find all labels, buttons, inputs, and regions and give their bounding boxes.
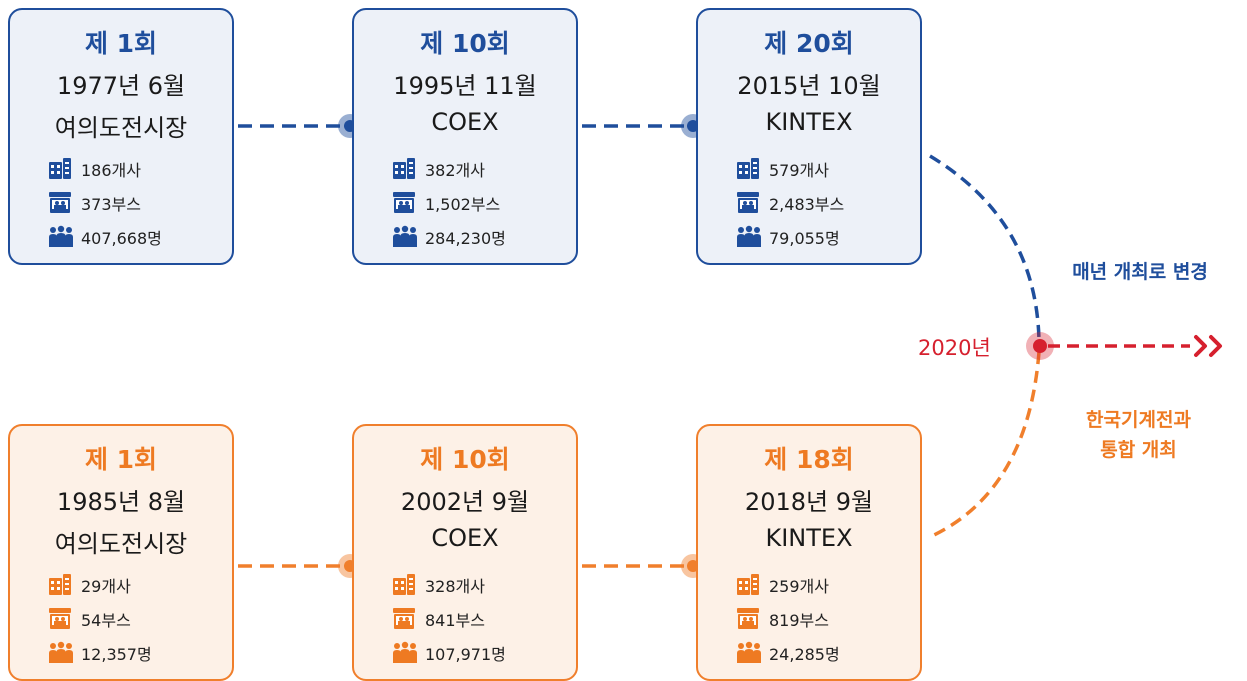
timeline-card-bottom-1: 제 1회 1985년 8월 여의도전시장 29개사 54부스 12,357명 bbox=[8, 424, 234, 681]
venue-label: COEX bbox=[431, 524, 499, 552]
booths-value: 819부스 bbox=[769, 611, 829, 630]
edition-label: 제 10회 bbox=[420, 445, 510, 474]
visitors-stat: 12,357명 bbox=[48, 640, 152, 666]
merge-node bbox=[1033, 339, 1047, 353]
visitors-value: 284,230명 bbox=[425, 229, 506, 248]
people-icon bbox=[737, 225, 761, 247]
date-label: 2018년 9월 bbox=[744, 488, 874, 516]
people-icon bbox=[49, 225, 73, 247]
visitors-stat: 79,055명 bbox=[736, 224, 840, 250]
companies-value: 29개사 bbox=[81, 577, 131, 596]
booths-value: 373부스 bbox=[81, 195, 141, 214]
booth-icon bbox=[393, 192, 415, 213]
booth-icon bbox=[393, 608, 415, 629]
booths-value: 841부스 bbox=[425, 611, 485, 630]
booths-value: 1,502부스 bbox=[425, 195, 501, 214]
people-icon bbox=[393, 641, 417, 663]
companies-stat: 382개사 bbox=[392, 156, 485, 182]
building-icon bbox=[49, 158, 71, 179]
booths-stat: 373부스 bbox=[48, 190, 141, 216]
bottom-merge-curve bbox=[931, 351, 1041, 538]
people-icon bbox=[393, 225, 417, 247]
companies-value: 579개사 bbox=[769, 161, 829, 180]
edition-label: 제 1회 bbox=[84, 445, 158, 474]
date-label: 1995년 11월 bbox=[393, 72, 537, 100]
companies-stat: 579개사 bbox=[736, 156, 829, 182]
edition-label: 제 10회 bbox=[420, 29, 510, 58]
booths-stat: 841부스 bbox=[392, 606, 485, 632]
companies-value: 328개사 bbox=[425, 577, 485, 596]
top-merge-curve bbox=[929, 154, 1041, 341]
visitors-stat: 284,230명 bbox=[392, 224, 506, 250]
companies-stat: 328개사 bbox=[392, 572, 485, 598]
booth-icon bbox=[737, 192, 759, 213]
visitors-stat: 107,971명 bbox=[392, 640, 506, 666]
venue-label: KINTEX bbox=[765, 524, 853, 552]
companies-stat: 186개사 bbox=[48, 156, 141, 182]
visitors-stat: 24,285명 bbox=[736, 640, 840, 666]
date-label: 1977년 6월 bbox=[56, 72, 186, 100]
people-icon bbox=[737, 641, 761, 663]
timeline-card-bottom-3: 제 18회 2018년 9월 KINTEX 259개사 819부스 24,285… bbox=[696, 424, 922, 681]
building-icon bbox=[737, 158, 759, 179]
booth-icon bbox=[49, 608, 71, 629]
visitors-value: 79,055명 bbox=[769, 229, 840, 248]
booths-value: 54부스 bbox=[81, 611, 131, 630]
timeline-card-top-3: 제 20회 2015년 10월 KINTEX 579개사 2,483부스 79,… bbox=[696, 8, 922, 265]
timeline-card-top-1: 제 1회 1977년 6월 여의도전시장 186개사 373부스 407,668… bbox=[8, 8, 234, 265]
venue-label: KINTEX bbox=[765, 108, 853, 136]
merge-note-line-2: 통합 개최 bbox=[1100, 439, 1177, 461]
building-icon bbox=[393, 158, 415, 179]
venue-label: 여의도전시장 bbox=[54, 530, 188, 558]
double-chevron-icon bbox=[1194, 335, 1222, 357]
edition-label: 제 18회 bbox=[764, 445, 854, 474]
edition-label: 제 1회 bbox=[84, 29, 158, 58]
booths-stat: 2,483부스 bbox=[736, 190, 844, 216]
edition-label: 제 20회 bbox=[764, 29, 854, 58]
venue-label: 여의도전시장 bbox=[54, 114, 188, 142]
companies-stat: 29개사 bbox=[48, 572, 131, 598]
venue-label: COEX bbox=[431, 108, 499, 136]
visitors-stat: 407,668명 bbox=[48, 224, 162, 250]
visitors-value: 107,971명 bbox=[425, 645, 506, 664]
booth-icon bbox=[49, 192, 71, 213]
companies-value: 259개사 bbox=[769, 577, 829, 596]
visitors-value: 407,668명 bbox=[81, 229, 162, 248]
booths-value: 2,483부스 bbox=[769, 195, 845, 214]
timeline-card-bottom-2: 제 10회 2002년 9월 COEX 328개사 841부스 107,971명 bbox=[352, 424, 578, 681]
booths-stat: 1,502부스 bbox=[392, 190, 500, 216]
merge-note: 한국기계전과 통합 개최 bbox=[1056, 405, 1221, 465]
people-icon bbox=[49, 641, 73, 663]
visitors-value: 12,357명 bbox=[81, 645, 152, 664]
booth-icon bbox=[737, 608, 759, 629]
merge-year-label: 2020년 bbox=[918, 336, 991, 360]
companies-value: 382개사 bbox=[425, 161, 485, 180]
companies-value: 186개사 bbox=[81, 161, 141, 180]
date-label: 1985년 8월 bbox=[56, 488, 186, 516]
merge-note-line-1: 한국기계전과 bbox=[1086, 409, 1191, 431]
companies-stat: 259개사 bbox=[736, 572, 829, 598]
date-label: 2015년 10월 bbox=[737, 72, 881, 100]
booths-stat: 54부스 bbox=[48, 606, 131, 632]
visitors-value: 24,285명 bbox=[769, 645, 840, 664]
annual-change-note: 매년 개최로 변경 bbox=[1072, 261, 1208, 283]
booths-stat: 819부스 bbox=[736, 606, 829, 632]
timeline-card-top-2: 제 10회 1995년 11월 COEX 382개사 1,502부스 284,2… bbox=[352, 8, 578, 265]
building-icon bbox=[737, 574, 759, 595]
building-icon bbox=[393, 574, 415, 595]
building-icon bbox=[49, 574, 71, 595]
date-label: 2002년 9월 bbox=[400, 488, 530, 516]
